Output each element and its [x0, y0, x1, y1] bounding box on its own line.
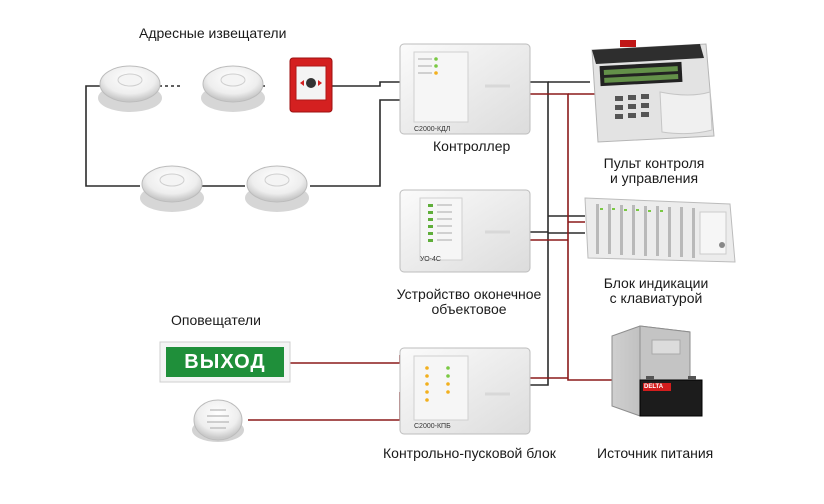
terminal-device-label: Устройство оконечное объектовое: [386, 287, 552, 317]
indication-block-device: [584, 197, 736, 263]
remote-control-label-line2: и управления: [609, 170, 699, 186]
smoke-detector-icon: [245, 165, 309, 212]
interface-bus-wires: [530, 81, 590, 386]
controller-label: Контроллер: [433, 138, 511, 154]
smoke-detector-icon: [201, 65, 265, 112]
address-detectors-label: Адресные извещатели: [139, 25, 287, 41]
power-source-label: Источник питания: [597, 445, 714, 461]
start-block-model-label: С2000-КПБ: [414, 423, 451, 430]
control-start-device: [399, 347, 531, 435]
control-start-block-label: Контрольно-пусковой блок: [383, 445, 556, 461]
battery-brand-label: DELTA: [644, 384, 664, 390]
control-panel-device: [591, 40, 715, 143]
smoke-detector-icon: [140, 165, 204, 212]
indication-block-label-line2: с клавиатурой: [609, 290, 703, 306]
annunciators-label: Оповещатели: [171, 312, 261, 328]
exit-sign-device: [159, 341, 291, 383]
remote-control-label-line1: Пульт контроля: [603, 155, 705, 171]
controller-device: [399, 43, 531, 135]
terminal-device: [399, 189, 531, 273]
exit-sign-text: ВЫХОД: [184, 351, 266, 373]
smoke-detector-icon: [98, 65, 162, 112]
terminal-device-label-line2: объектовое: [431, 301, 507, 317]
remote-control-label: Пульт контроля и управления: [594, 156, 714, 186]
battery-icon: [639, 376, 703, 417]
indication-block-label: Блок индикации с клавиатурой: [594, 276, 718, 306]
sounder-icon: [192, 399, 244, 442]
terminal-model-label: УО-4С: [420, 256, 441, 263]
indication-block-label-line1: Блок индикации: [603, 275, 709, 291]
manual-call-point-icon: [289, 57, 333, 113]
controller-model-label: С2000-КДЛ: [414, 126, 451, 133]
terminal-device-label-line1: Устройство оконечное: [396, 286, 542, 302]
